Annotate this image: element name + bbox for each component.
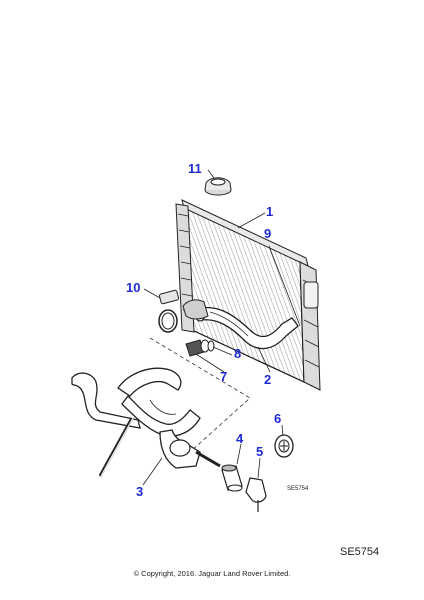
callout-4: 4 [236,431,244,446]
filler-cap [204,177,232,196]
hose-bush [221,464,243,492]
callout-11: 11 [188,161,202,176]
callout-7: 7 [220,369,227,384]
bottom-hose-assembly [71,367,221,477]
drain-plug [274,434,294,458]
inner-diagram-ref: SE5754 [287,486,309,492]
callout-3: 3 [136,484,143,499]
hose-clamp [158,289,180,333]
callout-5: 5 [256,444,263,459]
callout-10: 10 [126,280,140,295]
elbow-connector [245,477,267,512]
diagram-reference-code: SE5754 [340,546,380,558]
radiator [175,199,321,391]
callouts: 1 2 3 4 5 6 7 8 9 10 11 [126,161,281,499]
callout-2: 2 [264,372,271,387]
callout-6: 6 [274,411,281,426]
leader-lines [142,169,301,486]
dashed-boundary [149,337,251,453]
callout-9: 9 [264,226,271,241]
top-hose [182,299,299,350]
callout-1: 1 [266,204,273,219]
callout-8: 8 [234,346,241,361]
copyright-notice: © Copyright, 2016. Jaguar Land Rover Lim… [133,569,291,578]
temperature-sensor [185,339,215,357]
